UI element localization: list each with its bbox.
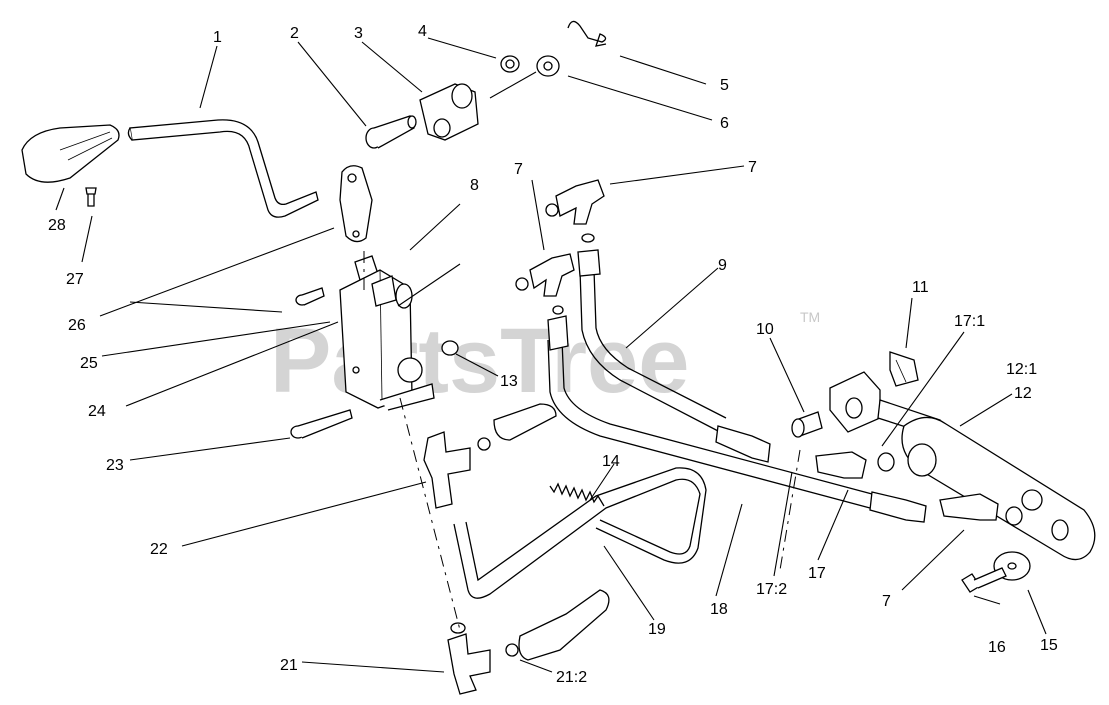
callout-6: 6	[720, 115, 729, 132]
callout-17: 17	[808, 565, 826, 582]
part-bracket	[339, 165, 373, 243]
callout-23: 23	[106, 457, 124, 474]
callout-9: 9	[718, 257, 727, 274]
part-elbow-fitting-mid	[515, 253, 575, 315]
callout-26: 26	[68, 317, 86, 334]
part-washer-6	[536, 55, 560, 77]
callout-13: 13	[500, 373, 518, 390]
part-lever-rod	[127, 119, 319, 218]
part-hydraulic-cylinder	[901, 416, 1096, 561]
callout-8: 8	[470, 177, 479, 194]
part-cotter-pin	[567, 20, 607, 47]
callout-labels: 1 2 3 4 5 6 7 7 7 8 9 10 11 12 12:1 13 1…	[48, 23, 1058, 686]
callout-12-1: 12:1	[1006, 361, 1037, 378]
callout-1: 1	[213, 29, 222, 46]
part-nut-13	[441, 340, 459, 356]
part-tube-18	[547, 315, 927, 523]
watermark-text: PartsTree	[270, 310, 689, 412]
part-tube-adapter-mid	[477, 403, 557, 451]
part-clip	[889, 351, 919, 387]
center-lines	[363, 250, 801, 631]
callout-17-1: 17:1	[954, 313, 985, 330]
part-straight-fitting	[815, 451, 895, 479]
callout-22: 22	[150, 541, 168, 558]
callout-28: 28	[48, 217, 66, 234]
callout-3: 3	[354, 25, 363, 42]
callout-25: 25	[80, 355, 98, 372]
callout-7-upper-right: 7	[748, 159, 757, 176]
callout-11: 11	[912, 279, 929, 296]
part-yoke	[419, 83, 479, 141]
callout-19: 19	[648, 621, 666, 638]
watermark: PartsTree TM	[270, 309, 820, 412]
part-clevis-pin	[365, 115, 417, 149]
part-elbow-fitting-cylinder	[939, 493, 1023, 526]
callout-16: 16	[988, 639, 1006, 656]
part-adapter-bottom	[505, 589, 610, 661]
callout-7-upper-left: 7	[514, 161, 523, 178]
callout-4: 4	[418, 23, 427, 40]
part-knob	[21, 124, 120, 183]
part-bolt-16	[961, 567, 1007, 593]
callout-2: 2	[290, 25, 299, 42]
callout-21: 21	[280, 657, 298, 674]
part-tube-19	[453, 467, 707, 599]
part-elbow-fitting-top	[545, 179, 605, 243]
callout-12: 12	[1014, 385, 1032, 402]
callout-15: 15	[1040, 637, 1058, 654]
part-nut-4	[500, 55, 520, 73]
callout-24: 24	[88, 403, 106, 420]
callout-7-lower-right: 7	[882, 593, 891, 610]
part-valve-body	[339, 269, 435, 411]
callout-17-2: 17:2	[756, 581, 787, 598]
callout-5: 5	[720, 77, 729, 94]
part-bolt-25	[295, 287, 325, 306]
part-spring	[549, 482, 605, 507]
part-tee-fitting	[423, 431, 471, 509]
part-bolt-23	[290, 409, 353, 439]
leader-lines	[55, 37, 1047, 673]
part-elbow-fitting-bottom	[447, 622, 491, 695]
callout-27: 27	[66, 271, 84, 288]
watermark-trademark: TM	[800, 309, 820, 325]
part-screw-27	[85, 187, 97, 207]
part-tube-9	[577, 249, 771, 463]
callout-21-2: 21:2	[556, 669, 587, 686]
callout-10: 10	[756, 321, 774, 338]
callout-18: 18	[710, 601, 728, 618]
part-plug	[791, 411, 823, 438]
callout-14: 14	[602, 453, 620, 470]
